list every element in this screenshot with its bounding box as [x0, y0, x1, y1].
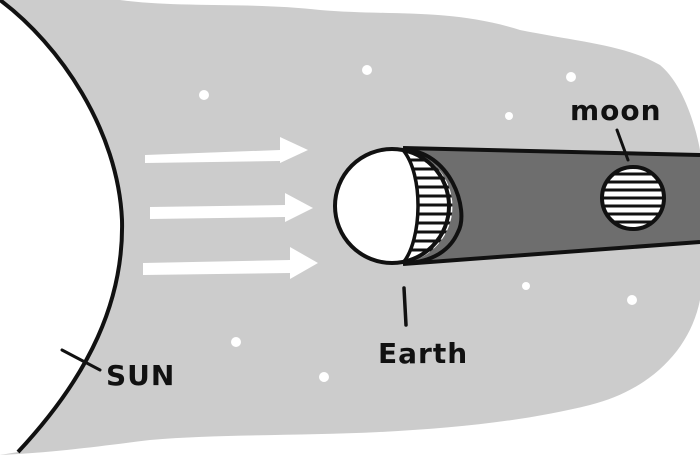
moon-label: moon [570, 94, 662, 127]
moon-outline [600, 165, 666, 231]
sun-pointer [60, 348, 102, 372]
earth-outline [333, 147, 451, 265]
sunlight-arrow [143, 247, 318, 279]
star [505, 112, 513, 120]
sun-label: SUN [106, 359, 175, 392]
earth-pointer [402, 286, 408, 327]
sun-outline [0, 0, 125, 454]
earth-label: Earth [378, 337, 468, 370]
sunlight-arrow [145, 137, 308, 163]
moon [600, 165, 666, 231]
earth-terminator [401, 148, 420, 265]
shadow-edge-top [402, 146, 700, 157]
star [199, 90, 209, 100]
shadow-edge-bottom [402, 240, 700, 266]
sunlight-arrows [143, 137, 318, 279]
star [522, 282, 530, 290]
stars [199, 65, 637, 382]
earth-night-outline [402, 148, 464, 265]
sunlight-arrow [150, 193, 313, 222]
star [362, 65, 372, 75]
moon-pointer [615, 128, 630, 162]
star [319, 372, 329, 382]
star [627, 295, 637, 305]
star [566, 72, 576, 82]
star [231, 337, 241, 347]
